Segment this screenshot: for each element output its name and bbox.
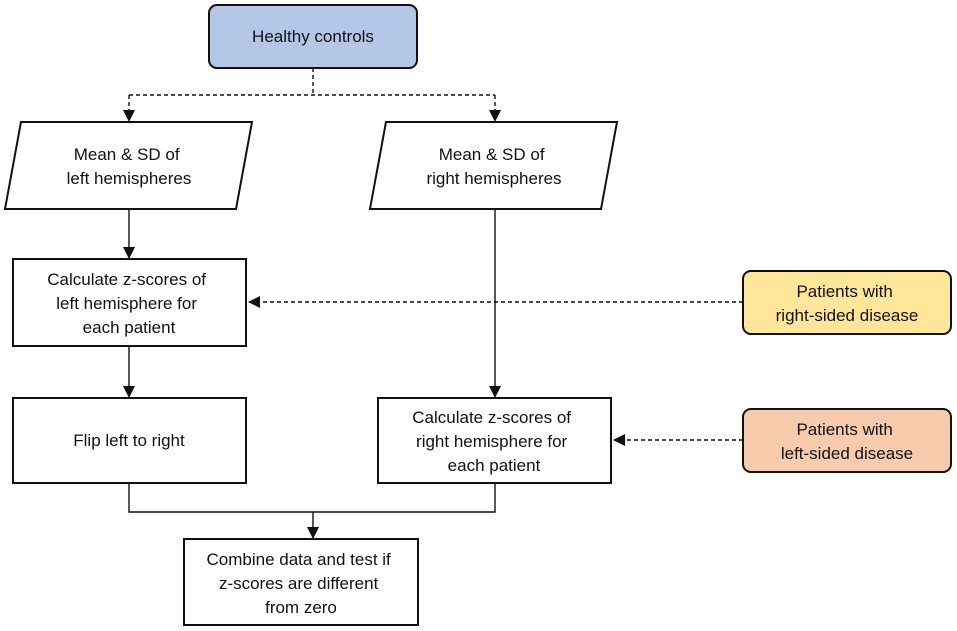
patients-right-sided-label: Patients with right-sided disease [776,282,919,325]
node-shapes [3,4,952,626]
calc-z-left-line-3: each patient [83,318,176,337]
node-labels: Healthy controls Mean & SD of left hemis… [47,27,918,617]
calc-z-left-line-2: left hemisphere for [56,294,197,313]
mean-sd-right-line-1: Mean & SD of [439,145,545,164]
combine-test-box [183,538,419,626]
combine-test-label: Combine data and test if z-scores are di… [206,550,395,617]
flip-left-right-label: Flip left to right [73,431,185,450]
combine-test-line-1: Combine data and test if [206,550,391,569]
connectors [123,68,743,539]
patients-left-sided-label: Patients with left-sided disease [781,420,913,463]
mean-sd-left-parallelogram [3,121,254,210]
mean-sd-left-label: Mean & SD of left hemispheres [67,145,192,188]
calc-z-right-box [377,397,612,484]
combine-test-line-2: z-scores are different [219,574,379,593]
calc-z-left-label: Calculate z-scores of left hemisphere fo… [47,270,210,337]
calc-z-right-line-3: each patient [448,456,541,475]
healthy-controls-box [208,4,418,69]
healthy-controls-line-1: Healthy controls [252,27,374,46]
calc-z-left-line-1: Calculate z-scores of [47,270,206,289]
calc-z-right-label: Calculate z-scores of right hemisphere f… [412,408,575,475]
mean-sd-right-label: Mean & SD of right hemispheres [426,145,561,188]
patients-right-sided-line-2: right-sided disease [776,306,919,325]
patients-left-sided-line-2: left-sided disease [781,444,913,463]
mean-sd-right-parallelogram [368,121,619,210]
mean-sd-left-line-1: Mean & SD of [74,145,180,164]
edge-merge-bracket [128,483,496,513]
patients-right-sided-line-1: Patients with [796,282,892,301]
healthy-controls-label: Healthy controls [252,27,374,46]
edge-healthy-to-means [129,68,495,96]
patients-right-sided-box [742,270,952,335]
calc-z-right-line-2: right hemisphere for [416,432,568,451]
patients-left-sided-line-1: Patients with [796,420,892,439]
mean-sd-left-line-2: left hemispheres [67,169,192,188]
flip-left-right-line-1: Flip left to right [73,431,185,450]
calc-z-right-line-1: Calculate z-scores of [412,408,571,427]
mean-sd-right-line-2: right hemispheres [426,169,561,188]
flip-left-right-box [12,397,247,484]
calc-z-left-box [12,258,247,347]
patients-left-sided-box [742,408,952,473]
combine-test-line-3: from zero [265,598,337,617]
